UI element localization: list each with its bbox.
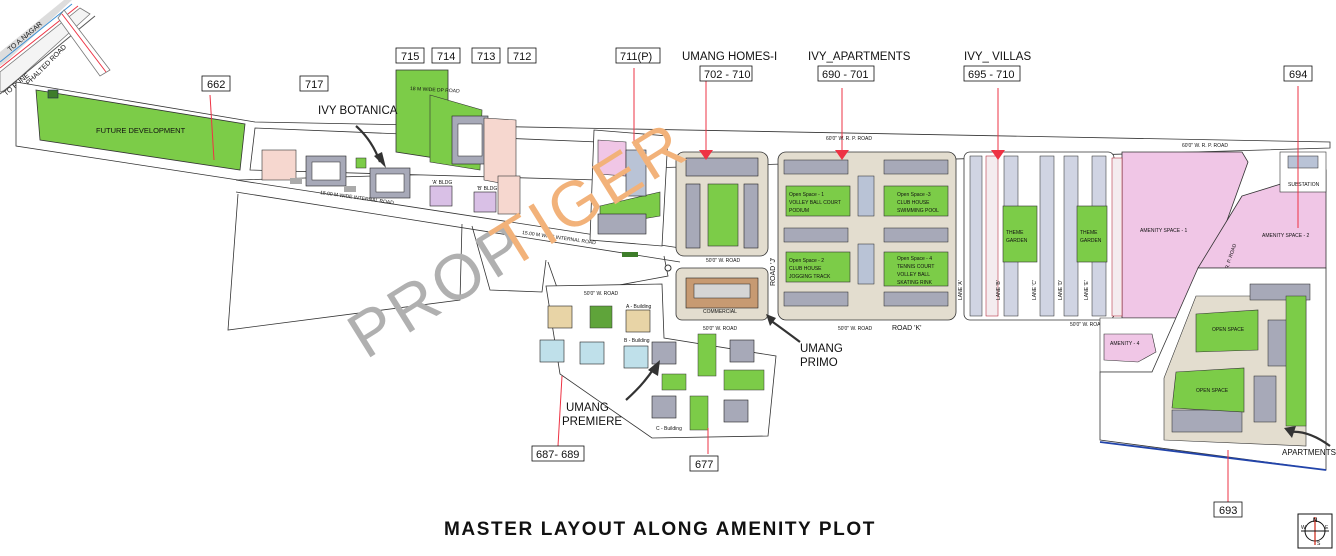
os4-line4: SKATING RINK xyxy=(897,280,933,286)
page-title: MASTER LAYOUT ALONG AMENITY PLOT xyxy=(444,519,876,540)
umang-primo-label-2: PRIMO xyxy=(800,357,838,369)
theme-garden-1-l1: THEME xyxy=(1006,230,1024,236)
lane-e-label: LANE 'E' xyxy=(1084,280,1090,300)
umang-primo-arrow xyxy=(769,319,801,343)
plot-715-label: 715 xyxy=(401,51,419,63)
plot-711-label: 711(P) xyxy=(620,51,652,63)
a-bldg xyxy=(429,185,453,207)
future-development-plot xyxy=(35,89,246,171)
apartments-label: APARTMENTS xyxy=(1282,448,1336,457)
compass-icon: N E W S xyxy=(1297,513,1333,549)
premiere-buildings xyxy=(539,305,755,423)
plot-712-label: 712 xyxy=(513,51,531,63)
future-development-label: FUTURE DEVELOPMENT xyxy=(96,126,186,135)
plot-695-710-label: 695 - 710 xyxy=(968,69,1014,81)
amenity-1-label: AMENITY SPACE - 1 xyxy=(1140,228,1188,234)
theme-garden-2 xyxy=(1076,205,1108,263)
amenity-4-label: AMENITY - 4 xyxy=(1110,341,1140,347)
plot-693-label: 693 xyxy=(1219,505,1237,517)
a-bldg-label: 'A' BLDG xyxy=(432,180,452,186)
open-space-label-1: OPEN SPACE xyxy=(1212,327,1245,333)
rp-road-top-label-2: 60'0" W. R. P. ROAD xyxy=(826,136,872,142)
os4-line1: Open Space - 4 xyxy=(897,256,932,262)
plot-number-boxes: 662 717 715 714 713 712 711(P) 702 - 710… xyxy=(201,47,1313,518)
b-bldg-label: 'B' BLDG xyxy=(477,186,497,192)
dp-road-label: 18 M WIDE DP ROAD xyxy=(410,86,460,95)
compass-n: N xyxy=(1313,518,1317,524)
ivy-botanica-buildings xyxy=(290,155,411,199)
plot-687-689-label: 687- 689 xyxy=(536,449,579,461)
os4-line2: TENNIS COURT xyxy=(897,264,934,270)
theme-garden-2-l1: THEME xyxy=(1080,230,1098,236)
plot-690-701-label: 690 - 701 xyxy=(822,69,868,81)
compass-w: W xyxy=(1301,525,1306,531)
plot-694-label: 694 xyxy=(1289,69,1307,81)
os1-line3: PODIUM xyxy=(789,208,809,214)
os2-line1: Open Space - 2 xyxy=(789,258,824,264)
os3-line1: Open Space -3 xyxy=(897,192,931,198)
open-space-4 xyxy=(883,251,949,287)
b-building-label: B - Building xyxy=(624,338,650,344)
os3-line2: CLUB HOUSE xyxy=(897,200,930,206)
w-road-4-label: 50'0" W. ROAD xyxy=(1070,322,1105,328)
w-road-2-label: 50'0" W. ROAD xyxy=(703,326,738,332)
os2-line3: JOGGING TRACK xyxy=(789,274,831,280)
os1-line1: Open Space - 1 xyxy=(789,192,824,198)
os2-line2: CLUB HOUSE xyxy=(789,266,822,272)
plot-702-710-label: 702 - 710 xyxy=(704,69,750,81)
road-j-label: ROAD 'J' xyxy=(770,258,777,286)
theme-garden-1 xyxy=(1002,205,1038,263)
w-road-3-label: 50'0" W. ROAD xyxy=(838,326,873,332)
w-road-1-label: 50'0" W. ROAD xyxy=(706,258,741,264)
substation-label: SUBSTATION xyxy=(1288,182,1320,188)
highway xyxy=(0,0,111,95)
ivy-botanica-label: IVY BOTANICA xyxy=(318,105,398,117)
open-space-3 xyxy=(883,185,949,217)
lane-c-label: LANE 'C' xyxy=(1032,280,1038,300)
b-bldg xyxy=(473,191,497,213)
umang-homes-label: UMANG HOMES-I xyxy=(682,51,777,63)
c-building-label: C - Building xyxy=(656,426,682,432)
umang-primo-label-1: UMANG xyxy=(800,343,843,355)
corner-building xyxy=(47,89,59,99)
plot-717-label: 717 xyxy=(305,79,323,91)
villa-rows xyxy=(969,155,1107,317)
open-space-2 xyxy=(785,251,851,283)
ivy-villas-label: IVY_ VILLAS xyxy=(964,51,1031,63)
lane-b-label: LANE 'B' xyxy=(996,280,1002,300)
plot-714-label: 714 xyxy=(437,51,455,63)
ivy-apartments-label: IVY_APARTMENTS xyxy=(808,51,911,63)
commercial-label: COMMERCIAL xyxy=(703,309,737,315)
compass-e: E xyxy=(1325,525,1329,531)
w-road-5-label: 50'0" W. ROAD xyxy=(584,291,619,297)
plot-662-label: 662 xyxy=(207,79,225,91)
lane-a-label: LANE 'A' xyxy=(958,280,964,300)
os3-line3: SWIMMING POOL xyxy=(897,208,939,214)
umang-premiere-label-2: PREMIERE xyxy=(562,416,622,428)
os1-line2: VOLLEY BALL COURT xyxy=(789,200,841,206)
open-space-label-2: OPEN SPACE xyxy=(1196,388,1229,394)
os4-line3: VOLLEY BALL xyxy=(897,272,930,278)
amenity-2-label: AMENITY SPACE - 2 xyxy=(1262,233,1310,239)
lane-d-label: LANE 'D' xyxy=(1058,280,1064,300)
plot-677-label: 677 xyxy=(695,459,713,471)
compass-s: S xyxy=(1317,541,1321,547)
amenity-4 xyxy=(1103,333,1157,363)
umang-premiere-label-1: UMANG xyxy=(566,402,609,414)
theme-garden-2-l2: GARDEN xyxy=(1080,238,1102,244)
rp-road-top-label: 60'0" W. R. P. ROAD xyxy=(1182,143,1228,149)
road-k-label: ROAD 'K' xyxy=(892,325,922,332)
theme-garden-1-l2: GARDEN xyxy=(1006,238,1028,244)
amenity-block-left xyxy=(261,149,297,181)
a-building-label: A - Building xyxy=(626,304,652,310)
open-space-1 xyxy=(785,185,851,217)
plot-713-label: 713 xyxy=(477,51,495,63)
